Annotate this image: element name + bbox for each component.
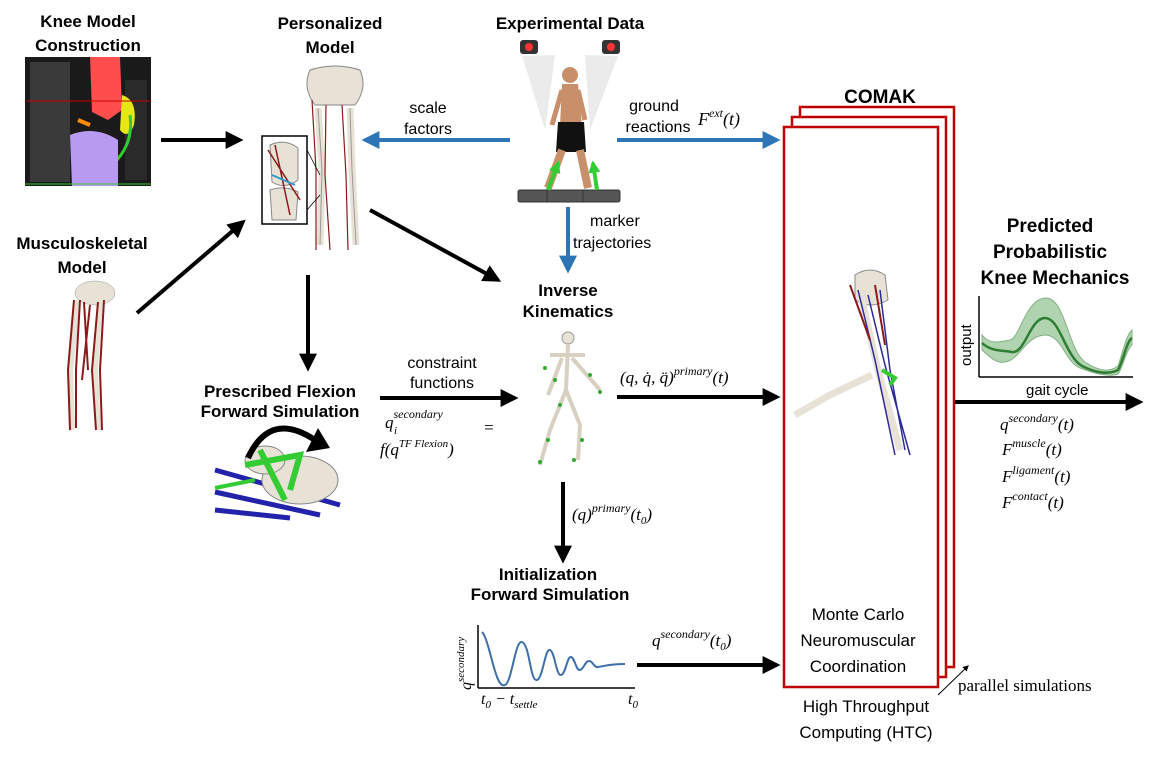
comak-block: COMAK Monte Carlo Neuromuscular Coordina…	[782, 87, 1092, 742]
monte-carlo-label-1: Monte Carlo	[812, 605, 905, 624]
q-secondary-axis-label: qsecondary	[455, 637, 475, 690]
prescribed-title-1: Prescribed Flexion	[204, 382, 356, 401]
scale-factors-label-2: factors	[404, 121, 452, 138]
output-variable: Fmuscle(t)	[1001, 436, 1062, 459]
musculoskeletal-legs-icon	[66, 280, 116, 431]
personalized-title-2: Model	[305, 38, 354, 57]
mri-image-icon	[25, 57, 151, 186]
output-axis-label: output	[958, 323, 975, 366]
init-title-2: Forward Simulation	[471, 585, 630, 604]
comak-title: COMAK	[844, 87, 916, 108]
walking-person-icon	[544, 67, 592, 190]
ground-reactions-label-1: ground	[629, 98, 679, 115]
musculoskeletal-title-2: Model	[57, 258, 106, 277]
knee-model-construction: Knee Model Construction	[25, 12, 151, 186]
gait-axis-label: gait cycle	[1026, 382, 1089, 399]
force-plate-icon	[517, 160, 621, 203]
experimental-data: Experimental Data	[496, 14, 645, 203]
init-title-1: Initialization	[499, 565, 597, 584]
t-settle-label: t0 − tsettle	[481, 691, 538, 711]
rotation-arrow-head-icon	[306, 428, 330, 452]
camera-icon	[520, 40, 620, 130]
htc-label-2: Computing (HTC)	[799, 723, 932, 742]
mean-curve	[981, 316, 1133, 374]
f-flexion-label: f(qTF Flexion)	[380, 438, 454, 459]
monte-carlo-label-3: Coordination	[810, 657, 906, 676]
q-secondary-i-sub: i	[394, 425, 397, 437]
fext-label: Fext(t)	[697, 106, 740, 130]
knee-joint-icon	[214, 445, 341, 521]
prescribed-title-2: Forward Simulation	[201, 402, 360, 421]
personalized-title-1: Personalized	[278, 14, 383, 33]
knee-model-title-2: Construction	[35, 36, 141, 55]
constraint-label-1: constraint	[407, 355, 477, 372]
output-variable: qsecondary(t)	[1000, 411, 1074, 434]
output-variable: Fcontact(t)	[1001, 489, 1064, 512]
predicted-title-2: Probabilistic	[993, 242, 1107, 263]
knee-model-title-1: Knee Model	[40, 12, 135, 31]
musculoskeletal-model: Musculoskeletal Model	[16, 234, 148, 431]
equals-sign: =	[483, 418, 494, 437]
initialization: Initialization Forward Simulation qsecon…	[455, 565, 638, 711]
q-secondary-t0-label: qsecondary(t0)	[652, 627, 732, 653]
scale-factors-label-1: scale	[409, 100, 446, 117]
predicted-title-3: Knee Mechanics	[981, 268, 1130, 289]
msk-to-personalized-arrow	[135, 219, 246, 315]
output-variable: Fligament(t)	[1001, 463, 1071, 486]
ground-reactions-label-2: reactions	[626, 119, 691, 136]
output-list: qsecondary(t)Fmuscle(t) Fligament(t) Fcont…	[1000, 411, 1074, 512]
monte-carlo-label-2: Neuromuscular	[800, 631, 916, 650]
q-secondary-i-label: qsecondary	[385, 407, 443, 432]
q0-primary-label: (q)primary(t0)	[572, 501, 652, 527]
ik-title-1: Inverse	[538, 281, 598, 300]
constraint-label-2: functions	[410, 375, 474, 392]
parallel-label: parallel simulations	[958, 676, 1092, 695]
htc-label-1: High Throughput	[803, 697, 930, 716]
parallel-pointer-arrow	[937, 665, 969, 696]
predicted-mechanics: Predicted Probabilistic Knee Mechanics o…	[958, 216, 1133, 512]
rotation-arrow-icon	[245, 425, 317, 460]
skeleton-icon	[538, 331, 602, 466]
uncertainty-band	[981, 297, 1133, 376]
t0-end-label: t0	[628, 691, 638, 711]
oscillation-curve	[481, 631, 626, 687]
personalized-to-ik-arrow	[369, 208, 502, 282]
predicted-title-1: Predicted	[1007, 216, 1094, 237]
prescribed-flexion: Prescribed Flexion Forward Simulation	[201, 382, 360, 521]
inverse-kinematics: Inverse Kinematics	[523, 281, 614, 466]
q-primary-label: (q, q̇, q̈)primary(t)	[620, 364, 729, 387]
marker-traj-label-1: marker	[590, 213, 640, 230]
musculoskeletal-title-1: Musculoskeletal	[16, 234, 147, 253]
bone-model-icon	[261, 65, 364, 251]
leg-model-icon	[793, 269, 911, 456]
experimental-title: Experimental Data	[496, 14, 645, 33]
personalized-model: Personalized Model	[261, 14, 383, 251]
marker-traj-label-2: trajectories	[573, 235, 651, 252]
ik-title-2: Kinematics	[523, 302, 614, 321]
